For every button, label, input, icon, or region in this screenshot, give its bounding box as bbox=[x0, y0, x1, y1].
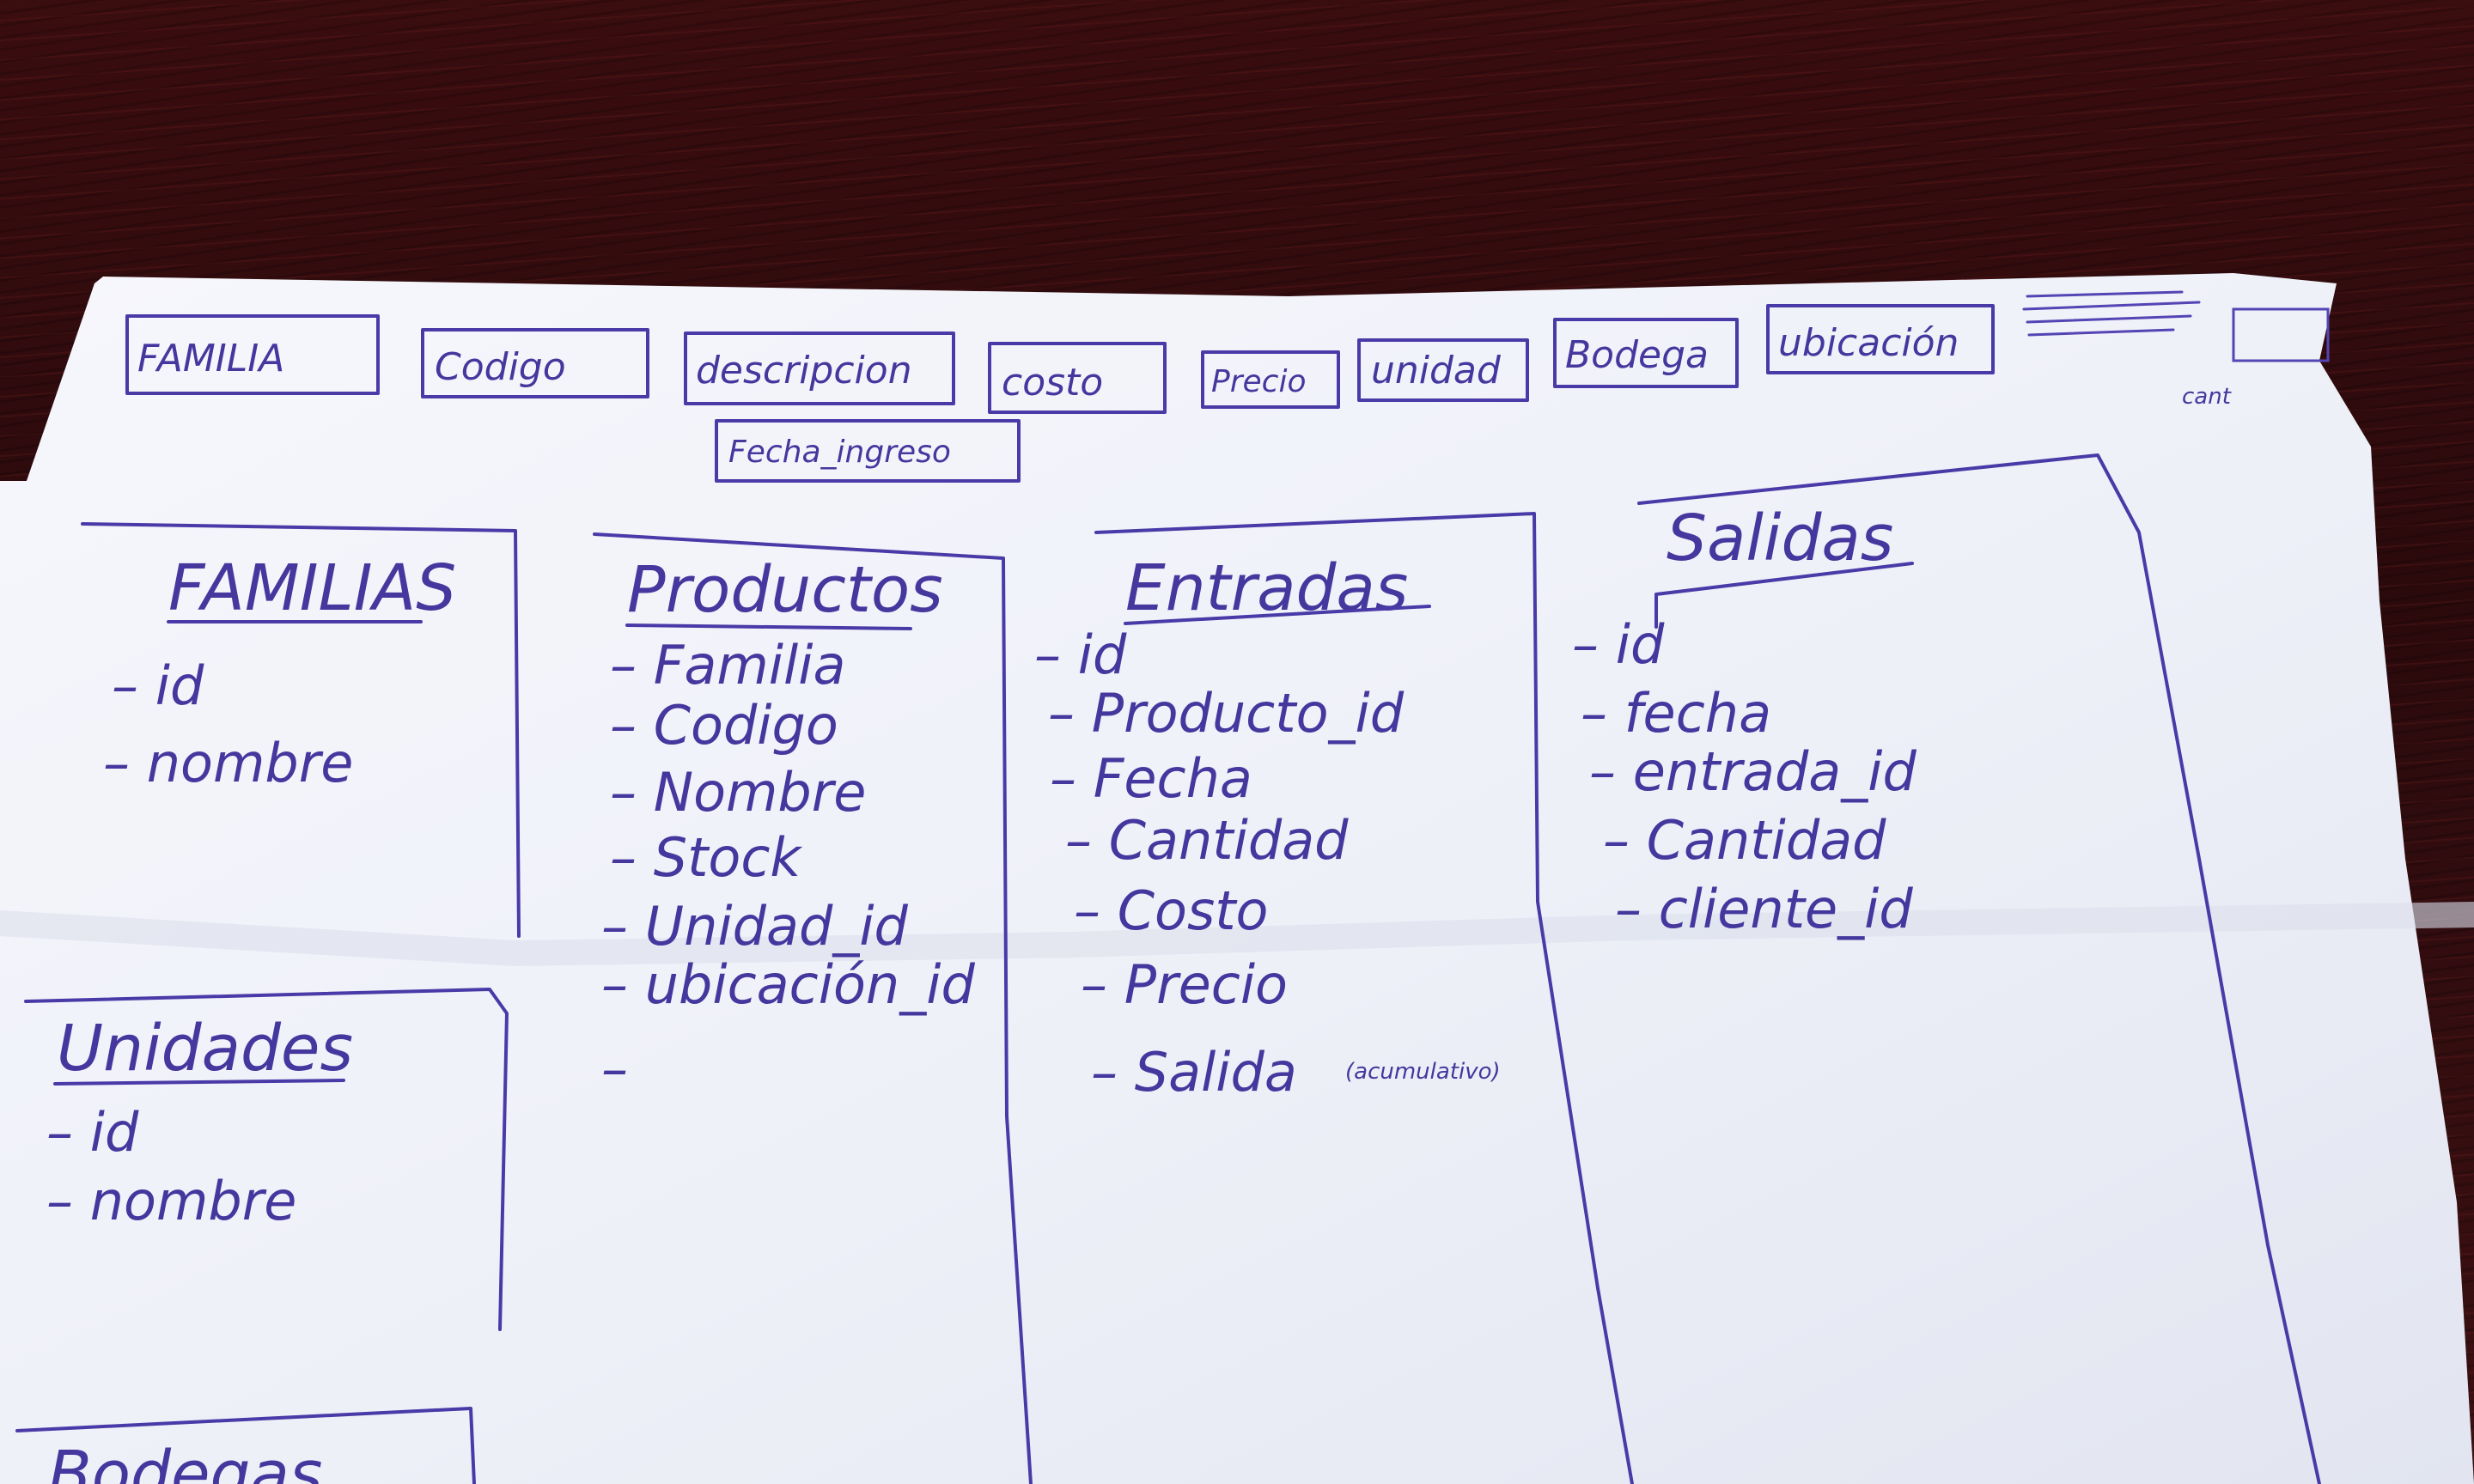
entradas-field-6: – Precio bbox=[1081, 953, 1288, 1016]
tag-box-codigo bbox=[421, 328, 649, 398]
entradas-border bbox=[1094, 512, 1634, 1484]
entradas-salida-note: (acumulativo) bbox=[1345, 1059, 1501, 1085]
table-unidades: Unidades – id – nombre bbox=[24, 988, 509, 1331]
entradas-title: Entradas bbox=[1125, 551, 1408, 625]
bodegas-border bbox=[15, 1407, 476, 1484]
familias-border bbox=[81, 522, 521, 938]
productos-field-4: – Stock bbox=[610, 826, 802, 889]
salidas-field-4: – Cantidad bbox=[1603, 809, 1886, 872]
tag-codigo: Codigo bbox=[435, 345, 566, 389]
unidades-border bbox=[24, 988, 509, 1331]
salidas-underline bbox=[1654, 562, 1914, 629]
familias-field-2: – nombre bbox=[103, 732, 353, 794]
table-bodegas: Bodegas bbox=[15, 1407, 476, 1484]
scribbled-tag bbox=[2022, 290, 2201, 337]
entradas-underline bbox=[1124, 605, 1431, 625]
tag-box-ubicacion bbox=[1766, 304, 1995, 374]
tag-box-familia bbox=[125, 314, 380, 395]
salidas-field-1: – id bbox=[1572, 613, 1665, 676]
productos-field-1: – Familia bbox=[610, 634, 845, 696]
familias-field-1: – id bbox=[112, 654, 204, 717]
tag-familia: FAMILIA bbox=[137, 337, 284, 380]
tag-box-costo bbox=[988, 342, 1167, 414]
salidas-border bbox=[1637, 453, 2321, 1484]
table-familias: FAMILIAS – id – nombre bbox=[81, 522, 521, 938]
tag-box-unidad bbox=[1357, 338, 1529, 402]
entradas-field-4: – Cantidad bbox=[1065, 809, 1349, 872]
tag-box-bodega bbox=[1553, 318, 1739, 388]
salidas-field-5: – cliente_id bbox=[1615, 878, 1913, 940]
productos-field-7: – bbox=[601, 1037, 628, 1100]
salidas-title: Salidas bbox=[1667, 502, 1893, 575]
tag-fecha-ingreso: Fecha_ingreso bbox=[728, 435, 951, 470]
productos-field-6: – ubicación_id bbox=[601, 953, 975, 1016]
productos-border bbox=[593, 532, 1033, 1484]
paper-body bbox=[0, 273, 2474, 1484]
entradas-field-1: – id bbox=[1034, 623, 1127, 686]
productos-field-3: – Nombre bbox=[610, 761, 866, 824]
productos-field-5: – Unidad_id bbox=[601, 895, 909, 958]
tag-box-fecha-ingreso bbox=[715, 419, 1021, 483]
productos-underline bbox=[625, 623, 912, 630]
unidades-field-1: – id bbox=[46, 1101, 139, 1164]
table-entradas: Entradas – id – Producto_id – Fecha – Ca… bbox=[1034, 512, 1634, 1484]
entradas-field-3: – Fecha bbox=[1050, 747, 1252, 810]
tag-ubicacion: ubicación bbox=[1778, 321, 1959, 365]
unidades-title: Unidades bbox=[57, 1012, 353, 1086]
unidades-underline bbox=[53, 1079, 345, 1086]
entradas-field-5: – Costo bbox=[1074, 879, 1269, 942]
tag-box-precio bbox=[1201, 350, 1340, 409]
table-salidas: Salidas – id – fecha – entrada_id – Cant… bbox=[1572, 453, 2321, 1484]
bodegas-title: Bodegas bbox=[48, 1438, 322, 1484]
productos-title: Productos bbox=[627, 553, 943, 627]
unidades-field-2: – nombre bbox=[46, 1170, 296, 1232]
tag-descripcion: descripcion bbox=[696, 349, 912, 392]
salidas-field-2: – fecha bbox=[1581, 682, 1771, 745]
entradas-field-2: – Producto_id bbox=[1048, 682, 1405, 745]
tag-fragment-cant: cant bbox=[2182, 384, 2232, 410]
tag-precio: Precio bbox=[1211, 364, 1306, 399]
tag-bodega: Bodega bbox=[1565, 333, 1709, 377]
header-tags: FAMILIA Codigo descripcion costo Precio … bbox=[125, 290, 2330, 483]
tag-box-partial bbox=[2232, 307, 2330, 362]
entradas-field-7: – Salida bbox=[1091, 1041, 1297, 1104]
paper-fold-shadow bbox=[0, 902, 2474, 966]
productos-field-2: – Codigo bbox=[610, 694, 838, 757]
table-productos: Productos – Familia – Codigo – Nombre – … bbox=[593, 532, 1033, 1484]
salidas-field-3: – entrada_id bbox=[1589, 740, 1917, 803]
tag-costo: costo bbox=[1002, 361, 1103, 404]
familias-title: FAMILIAS bbox=[168, 551, 456, 625]
tag-box-descripcion bbox=[684, 331, 955, 405]
tag-unidad: unidad bbox=[1371, 349, 1502, 392]
